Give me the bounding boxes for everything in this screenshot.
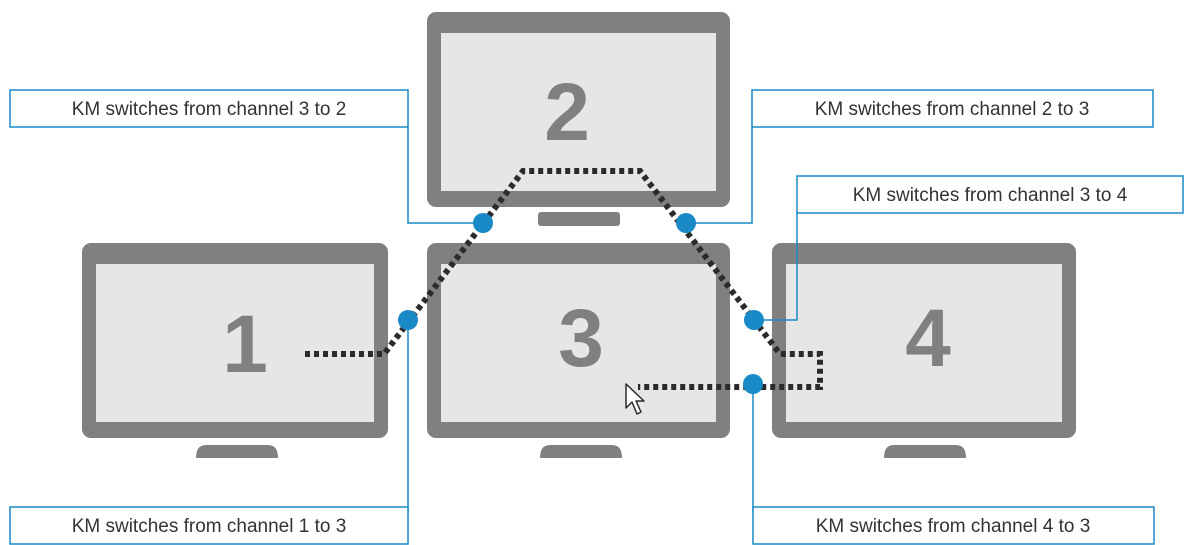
callout-1-to-3-text: KM switches from channel 1 to 3	[72, 516, 347, 537]
mouse-pointer-icon	[625, 383, 645, 415]
monitor-3-label: 3	[558, 293, 604, 384]
monitor-2: 2	[427, 12, 730, 226]
switch-point-2-to-3	[676, 213, 696, 233]
leader-3-to-4	[754, 213, 798, 321]
callout-3-to-4: KM switches from channel 3 to 4	[796, 175, 1184, 214]
callout-3-to-4-text: KM switches from channel 3 to 4	[853, 185, 1128, 206]
monitor-1: 1	[82, 243, 388, 458]
switch-point-1-to-3	[398, 310, 418, 330]
switch-point-3-to-2	[473, 213, 493, 233]
monitor-4: 4	[772, 243, 1076, 458]
leader-2-to-3	[686, 127, 753, 224]
leader-3-to-2	[407, 127, 483, 224]
switch-point-3-to-4	[744, 310, 764, 330]
callout-2-to-3: KM switches from channel 2 to 3	[751, 89, 1154, 128]
monitor-4-label: 4	[905, 293, 951, 384]
callout-3-to-2: KM switches from channel 3 to 2	[9, 89, 409, 128]
callout-3-to-2-text: KM switches from channel 3 to 2	[72, 99, 347, 120]
monitor-3: 3	[427, 243, 730, 458]
switch-point-4-to-3	[743, 374, 763, 394]
monitor-1-label: 1	[222, 299, 268, 390]
callout-1-to-3: KM switches from channel 1 to 3	[9, 506, 409, 545]
callout-2-to-3-text: KM switches from channel 2 to 3	[815, 99, 1090, 120]
callout-4-to-3-text: KM switches from channel 4 to 3	[816, 516, 1091, 537]
monitor-2-label: 2	[544, 67, 590, 158]
callout-4-to-3: KM switches from channel 4 to 3	[752, 506, 1155, 545]
